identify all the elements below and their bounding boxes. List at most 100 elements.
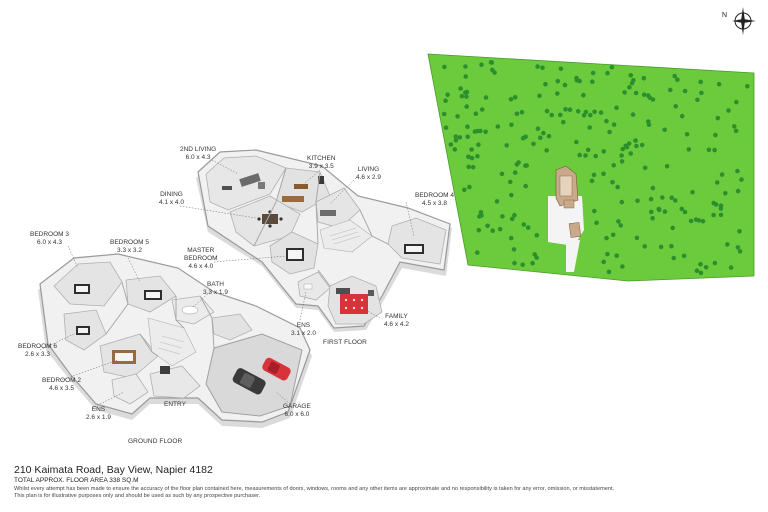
- tree-icon: [735, 188, 741, 194]
- tree-icon: [614, 253, 619, 258]
- label-ensuite-first: ENS 3.1 x 2.0: [291, 322, 316, 338]
- tree-icon: [452, 147, 458, 152]
- tree-icon: [611, 163, 616, 168]
- tree-icon: [574, 78, 580, 83]
- tree-icon: [530, 260, 535, 266]
- room-name: DINING: [160, 191, 183, 198]
- dining-table: [262, 214, 278, 224]
- tree-icon: [485, 223, 490, 229]
- tree-icon: [628, 151, 633, 156]
- tree-icon: [473, 111, 479, 116]
- tree-icon: [622, 90, 627, 95]
- tree-icon: [490, 228, 496, 233]
- label-bedroom-2: BEDROOM 2 4.6 x 3.5: [42, 377, 81, 393]
- label-first-floor: FIRST FLOOR: [323, 339, 367, 346]
- tree-icon: [715, 115, 721, 121]
- car-dark: [232, 368, 266, 395]
- tree-icon: [508, 179, 513, 185]
- tree-icon: [593, 153, 598, 159]
- site-house-footprint: [548, 165, 584, 272]
- label-bedroom-5: BEDROOM 5 3.3 x 3.2: [110, 239, 149, 255]
- tree-icon: [699, 90, 704, 96]
- tree-icon: [669, 195, 674, 200]
- tree-icon: [504, 143, 510, 148]
- tree-icon: [462, 187, 467, 193]
- tree-icon: [684, 132, 690, 137]
- tree-icon: [737, 249, 743, 254]
- tree-icon: [630, 112, 636, 117]
- tree-icon: [735, 245, 741, 250]
- room-dimensions: 6.0 x 6.0: [284, 411, 310, 418]
- tree-icon: [476, 142, 481, 147]
- tree-icon: [668, 87, 673, 93]
- tree-icon: [475, 250, 480, 255]
- tree-icon: [609, 64, 615, 70]
- tree-icon: [716, 81, 722, 87]
- tree-icon: [535, 126, 541, 131]
- porch: [563, 199, 575, 209]
- family-sofa: [336, 288, 350, 294]
- tree-icon: [592, 208, 597, 214]
- tree-icon: [443, 125, 449, 130]
- label-bedroom-6: BEDROOM 6 2.6 x 3.3: [18, 343, 57, 359]
- tree-icon: [489, 60, 495, 65]
- tree-icon: [525, 225, 531, 230]
- tree-icon: [512, 212, 517, 218]
- label-bedroom-4: BEDROOM 4 4.5 x 3.8: [415, 192, 454, 208]
- tree-icon: [719, 172, 725, 177]
- tree-icon: [511, 247, 517, 252]
- tree-icon: [660, 195, 665, 200]
- tree-icon: [531, 141, 536, 147]
- room-dimensions: 6.0 x 4.3: [37, 239, 62, 246]
- tree-icon: [611, 122, 617, 127]
- tree-icon: [714, 180, 720, 185]
- tree-icon: [634, 143, 639, 149]
- tree-icon: [656, 206, 662, 212]
- tree-icon: [733, 128, 739, 134]
- tree-icon: [443, 98, 448, 103]
- tree-icon: [601, 259, 606, 265]
- tree-icon: [615, 184, 620, 190]
- tree-icon: [700, 218, 706, 224]
- tree-icon: [494, 199, 500, 204]
- tree-icon: [662, 209, 668, 214]
- tree-icon: [726, 108, 731, 113]
- tree-icon: [581, 113, 587, 118]
- tree-icon: [535, 64, 540, 69]
- tree-icon: [634, 235, 640, 241]
- tree-icon: [610, 232, 616, 238]
- chair: [268, 224, 272, 228]
- tree-icon: [546, 133, 552, 139]
- tree-icon: [465, 124, 470, 129]
- tree-icon: [544, 148, 549, 153]
- tree-icon: [635, 198, 640, 204]
- tree-icon: [620, 264, 625, 269]
- shed-roof: [568, 222, 582, 238]
- chair: [257, 217, 261, 221]
- room-dimensions: 3.9 x 3.5: [308, 163, 334, 170]
- fridge: [318, 176, 324, 184]
- tree-icon: [534, 232, 540, 238]
- tree-icon: [607, 129, 612, 135]
- tree-icon: [646, 122, 652, 127]
- tree-icon: [694, 268, 700, 274]
- tree-icon: [478, 128, 483, 134]
- tree-icon: [581, 92, 586, 98]
- tree-icon: [627, 85, 632, 90]
- tree-icon: [469, 155, 475, 161]
- tree-icon: [633, 90, 639, 96]
- tree-icon: [574, 139, 579, 145]
- tree-icon: [555, 91, 560, 96]
- label-entry: ENTRY: [164, 401, 186, 409]
- tree-icon: [658, 244, 664, 250]
- tree-icon: [673, 198, 678, 203]
- room-dimensions: 2.6 x 3.3: [25, 351, 50, 358]
- tree-icon: [739, 177, 744, 182]
- tree-icon: [588, 112, 593, 118]
- tree-icon: [470, 164, 476, 170]
- room-dimensions: 4.6 x 4.0: [188, 263, 214, 270]
- tree-icon: [662, 127, 667, 133]
- tree-icon: [497, 226, 503, 232]
- car-red: [262, 357, 291, 381]
